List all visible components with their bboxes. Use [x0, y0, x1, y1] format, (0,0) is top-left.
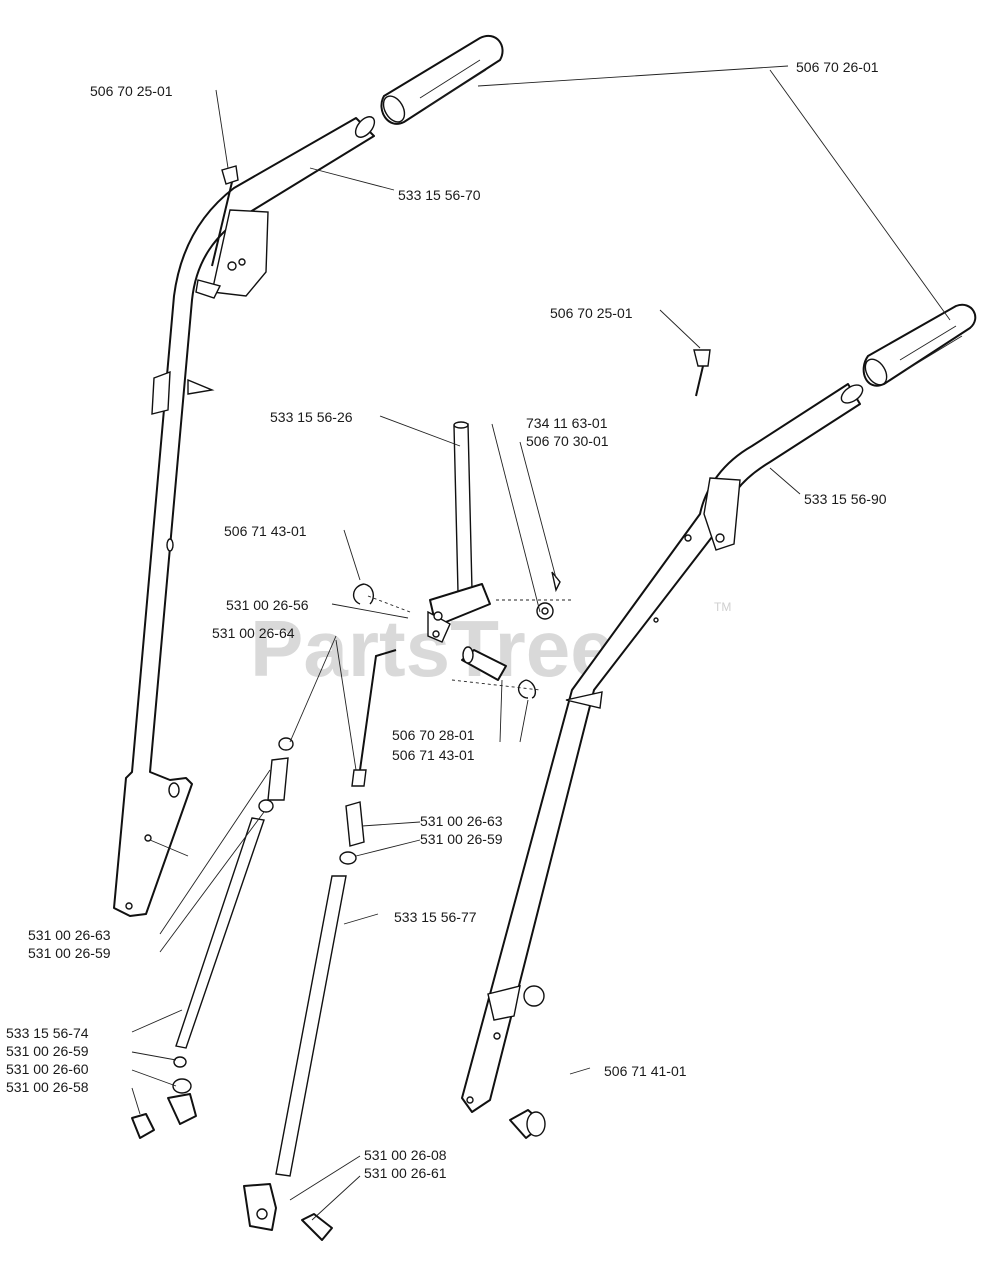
knob: [509, 1109, 546, 1139]
label-pin-734: 734 11 63-01: [526, 415, 608, 431]
nut-elbow: [172, 1078, 192, 1094]
label-coupler-left: 531 00 26-63: [28, 927, 111, 943]
coupler-left: [267, 757, 289, 801]
rod-bend: [359, 649, 397, 771]
label-nut-left: 531 00 26-59: [28, 945, 111, 961]
label-nut-left-2: 531 00 26-59: [6, 1043, 89, 1059]
label-handle-left: 533 15 56-70: [398, 187, 481, 203]
handle-grip-right: [862, 303, 977, 387]
pin-lower: [461, 646, 507, 681]
nut-bottom: [131, 1113, 155, 1139]
shift-rod-upper: [453, 421, 473, 593]
label-rod-bend: 531 00 26-56: [226, 597, 309, 613]
nut-mid: [339, 851, 357, 865]
pivot-block: [427, 583, 491, 643]
handle-grip-left: [380, 35, 504, 125]
split-pin: [551, 571, 561, 593]
bolt-top-left: [211, 165, 239, 267]
rod-long: [275, 875, 347, 1177]
left-handle-tube: [113, 116, 376, 917]
label-nut-mid: 531 00 26-59: [420, 831, 503, 847]
label-pin-bottom: 531 00 26-61: [364, 1165, 447, 1181]
label-rod-upper: 533 15 56-26: [270, 409, 353, 425]
clip-lower-icon: [518, 679, 537, 699]
right-handle-tube: [461, 383, 864, 1113]
label-rod-bend-2: 531 00 26-64: [212, 625, 295, 641]
label-nut-bottom: 531 00 26-58: [6, 1079, 89, 1095]
label-pin-lower: 506 70 28-01: [392, 727, 475, 743]
nut-left: [258, 799, 274, 813]
label-clip-upper: 506 71 43-01: [224, 523, 307, 539]
bracket-bottom: [243, 1183, 277, 1231]
coupler-mid: [345, 801, 365, 847]
label-bolt-top-right: 506 70 25-01: [550, 305, 633, 321]
leader-lines: [131, 65, 951, 1221]
nut-left-top: [278, 737, 294, 751]
clip-upper-icon: [353, 583, 375, 605]
label-handle-right: 533 15 56-90: [804, 491, 887, 507]
part-labels: 506 70 26-01 506 70 25-01 533 15 56-70 5…: [6, 59, 887, 1181]
watermark-trademark: TM: [714, 600, 731, 614]
pin-bottom: [301, 1213, 333, 1241]
rod-left: [175, 817, 265, 1049]
label-washer: 506 70 30-01: [526, 433, 609, 449]
label-bracket: 531 00 26-08: [364, 1147, 447, 1163]
label-clip-lower: 506 71 43-01: [392, 747, 475, 763]
label-knob: 506 71 41-01: [604, 1063, 687, 1079]
elbow-fitting: [167, 1093, 197, 1125]
label-grip: 506 70 26-01: [796, 59, 879, 75]
label-elbow: 531 00 26-60: [6, 1061, 89, 1077]
label-rod-left: 533 15 56-74: [6, 1025, 89, 1041]
label-coupler-mid: 531 00 26-63: [420, 813, 503, 829]
bolt-top-right: [693, 349, 711, 397]
label-bolt-top-left: 506 70 25-01: [90, 83, 173, 99]
label-rod-long: 533 15 56-77: [394, 909, 477, 925]
